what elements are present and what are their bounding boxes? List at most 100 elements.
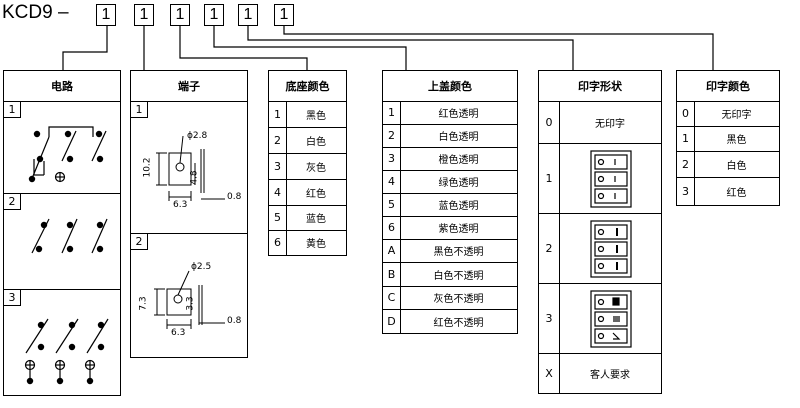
row-label: 绿色透明 bbox=[438, 178, 479, 189]
cover-color-row: 1 红色透明 bbox=[383, 101, 517, 125]
row-label: 无印字 bbox=[595, 118, 625, 130]
row-label: 红色 bbox=[306, 188, 326, 200]
base-color-row: 2 白色 bbox=[269, 127, 346, 154]
print-color-row: 1 黑色 bbox=[677, 126, 779, 152]
base-color-row: 5 蓝色 bbox=[269, 205, 346, 231]
terminal-index: 1 bbox=[131, 101, 148, 118]
terminal-1-width: 6.3 bbox=[173, 200, 188, 210]
code-digit-6: 1 bbox=[274, 4, 294, 26]
print-color-row: 0 无印字 bbox=[677, 101, 779, 127]
row-index: 2 bbox=[269, 127, 287, 153]
terminal-2-diameter: ϕ2.5 bbox=[191, 262, 212, 272]
row-index: 3 bbox=[539, 283, 560, 353]
row-label: 白色 bbox=[726, 160, 747, 172]
row-index: 4 bbox=[383, 170, 401, 193]
print-shape-row: 3 bbox=[539, 283, 661, 354]
row-index: C bbox=[383, 286, 401, 309]
print-shape-1-icon bbox=[590, 150, 632, 208]
cover-color-row: D 红色不透明 bbox=[383, 309, 517, 333]
row-label: 白色 bbox=[306, 136, 326, 148]
terminal-1-drawing bbox=[156, 135, 225, 201]
row-label: 白色透明 bbox=[438, 132, 479, 143]
code-digit-2: 1 bbox=[134, 4, 154, 26]
base-color-row: 6 黄色 bbox=[269, 230, 346, 255]
code-digit-3: 1 bbox=[170, 4, 190, 26]
print-shape-table: 印字形状 0 无印字 1 2 3 bbox=[538, 70, 662, 394]
row-label: 蓝色 bbox=[306, 214, 326, 225]
row-label: 无印字 bbox=[721, 110, 752, 121]
row-label: 红色 bbox=[726, 187, 747, 199]
row-index: 1 bbox=[539, 143, 560, 213]
circuit-2-schematic bbox=[31, 218, 108, 254]
print-shape-3-icon bbox=[590, 290, 632, 348]
circuit-title: 电路 bbox=[4, 71, 120, 102]
terminal-row: 1 ϕ2.8 10.2 4.8 6.3 0.8 bbox=[131, 101, 247, 234]
row-index: 0 bbox=[539, 101, 560, 143]
terminal-title: 端子 bbox=[131, 71, 247, 102]
terminal-1-diameter: ϕ2.8 bbox=[187, 131, 208, 141]
print-shape-row: 0 无印字 bbox=[539, 101, 661, 144]
cover-color-row: 2 白色透明 bbox=[383, 124, 517, 148]
row-index: 1 bbox=[677, 126, 695, 151]
print-color-table: 印字颜色 0 无印字 1 黑色 2 白色 3 红色 bbox=[676, 70, 780, 206]
row-label: 红色透明 bbox=[438, 109, 479, 120]
cover-color-row: 6 紫色透明 bbox=[383, 216, 517, 240]
print-color-title: 印字颜色 bbox=[677, 71, 779, 102]
row-index: 5 bbox=[383, 193, 401, 216]
row-index: 3 bbox=[383, 147, 401, 170]
row-label: 灰色不透明 bbox=[433, 294, 484, 305]
row-label: 红色不透明 bbox=[433, 317, 484, 329]
row-index: 5 bbox=[269, 205, 287, 230]
print-shape-row: 2 bbox=[539, 213, 661, 284]
code-digit-1: 1 bbox=[96, 4, 116, 26]
row-index: 3 bbox=[269, 153, 287, 179]
terminal-index: 2 bbox=[131, 233, 148, 250]
terminal-2-drawing bbox=[154, 270, 225, 329]
print-color-row: 2 白色 bbox=[677, 151, 779, 178]
terminal-1-thickness: 0.8 bbox=[227, 192, 242, 202]
row-label: 橙色透明 bbox=[438, 155, 479, 166]
cover-color-title: 上盖颜色 bbox=[383, 71, 517, 102]
cover-color-row: 5 蓝色透明 bbox=[383, 193, 517, 217]
row-label: 紫色透明 bbox=[438, 224, 479, 235]
row-index: D bbox=[383, 309, 401, 333]
row-label: 黑色 bbox=[726, 135, 747, 146]
row-index: 1 bbox=[269, 101, 287, 127]
circuit-table: 电路 1 2 bbox=[3, 70, 121, 396]
code-digit-5: 1 bbox=[238, 4, 258, 26]
circuit-index: 3 bbox=[4, 289, 21, 306]
circuit-index: 1 bbox=[4, 101, 21, 118]
terminal-2-width: 6.3 bbox=[171, 328, 186, 338]
print-shape-title: 印字形状 bbox=[539, 71, 661, 102]
row-label: 黑色不透明 bbox=[433, 247, 484, 258]
row-index: 0 bbox=[677, 101, 695, 126]
row-index: 2 bbox=[677, 151, 695, 177]
circuit-row: 3 bbox=[4, 289, 120, 395]
terminal-1-vertical: 4.8 bbox=[189, 170, 200, 185]
row-index: 3 bbox=[677, 177, 695, 205]
print-color-row: 3 红色 bbox=[677, 177, 779, 205]
row-index: 2 bbox=[383, 124, 401, 147]
model-prefix: KCD9 – bbox=[2, 2, 69, 23]
row-label: 黄色 bbox=[306, 239, 326, 250]
terminal-table: 端子 1 ϕ2.8 10.2 4.8 6.3 0.8 2 bbox=[130, 70, 248, 358]
circuit-3-schematic bbox=[24, 318, 109, 385]
row-index: 1 bbox=[383, 101, 401, 124]
terminal-2-height: 7.3 bbox=[138, 296, 149, 311]
row-index: A bbox=[383, 239, 401, 262]
row-index: 6 bbox=[269, 230, 287, 255]
print-shape-2-icon bbox=[590, 220, 632, 278]
cover-color-row: A 黑色不透明 bbox=[383, 239, 517, 263]
terminal-2-thickness: 0.8 bbox=[227, 316, 242, 326]
terminal-2-vertical: 3.3 bbox=[185, 296, 196, 311]
row-index: 6 bbox=[383, 216, 401, 239]
cover-color-table: 上盖颜色 1 红色透明 2 白色透明 3 橙色透明 4 绿色透明 5 蓝色透明 6 紫色透明… bbox=[382, 70, 518, 334]
cover-color-row: 4 绿色透明 bbox=[383, 170, 517, 194]
row-label: 蓝色透明 bbox=[438, 201, 479, 212]
